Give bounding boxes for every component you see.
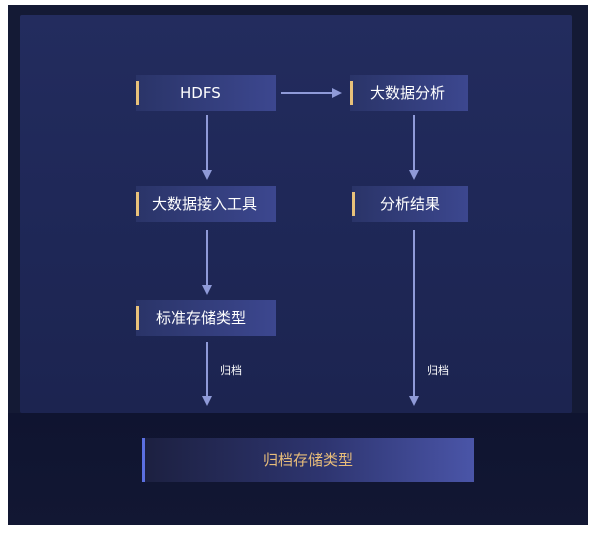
node-standard-storage: 标准存储类型: [136, 300, 276, 336]
archive-accent-bar: [142, 438, 145, 482]
node-accent-bar: [352, 192, 355, 216]
node-analysis-result-label: 分析结果: [380, 195, 441, 213]
node-accent-bar: [136, 192, 139, 216]
node-bigdata-analysis: 大数据分析: [350, 75, 468, 111]
diagram-frame: [8, 5, 588, 525]
diagram-panel: [20, 15, 572, 413]
node-bigdata-analysis-label: 大数据分析: [370, 84, 446, 102]
node-hdfs-label: HDFS: [180, 84, 221, 102]
node-standard-storage-label: 标准存储类型: [156, 309, 247, 327]
node-hdfs: HDFS: [136, 75, 276, 111]
node-ingest-tool-label: 大数据接入工具: [152, 195, 258, 213]
edge-label-right-archive: 归档: [427, 364, 449, 377]
node-accent-bar: [350, 81, 353, 105]
edge-label-left-archive: 归档: [220, 364, 242, 377]
node-accent-bar: [136, 306, 139, 330]
node-analysis-result: 分析结果: [352, 186, 468, 222]
node-accent-bar: [136, 81, 139, 105]
node-archive-storage-label: 归档存储类型: [262, 451, 353, 469]
node-archive-storage: 归档存储类型: [142, 438, 474, 482]
node-ingest-tool: 大数据接入工具: [136, 186, 276, 222]
